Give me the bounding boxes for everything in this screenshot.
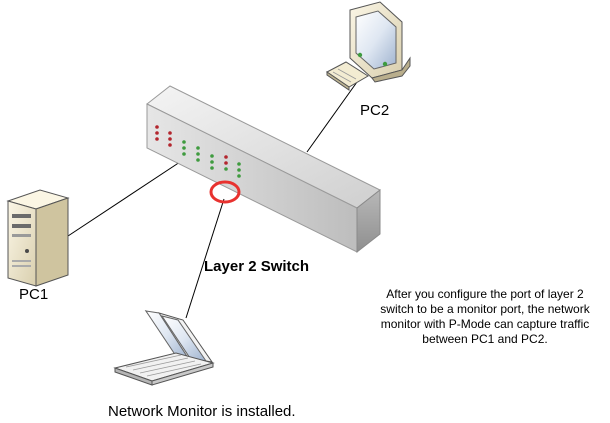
- switch-leds: [155, 125, 241, 178]
- caption-line: between PC1 and PC2.: [422, 332, 548, 346]
- connection-lines: [67, 81, 358, 319]
- link-pc2-switch: [306, 81, 358, 153]
- link-pc1-switch: [67, 159, 184, 237]
- pc1-label: PC1: [19, 286, 49, 303]
- pc2-label: PC2: [360, 102, 390, 119]
- caption-line: After you configure the port of layer 2: [386, 287, 584, 301]
- link-monitor-switch: [185, 198, 225, 319]
- desktop-tower-icon: [6, 189, 70, 287]
- caption-line: switch to be a monitor port, the network: [380, 302, 590, 316]
- layer2-switch-icon: [146, 85, 381, 254]
- monitor-port-ring: [209, 180, 241, 204]
- crt-monitor-keyboard-icon: [326, 1, 411, 91]
- caption-line: monitor with P-Mode can capture traffic: [380, 317, 590, 331]
- laptop-icon: [113, 310, 215, 386]
- network-monitor-label: Network Monitor is installed.: [108, 403, 296, 420]
- switch-label: Layer 2 Switch: [204, 258, 310, 275]
- explanation-caption: After you configure the port of layer 2 …: [366, 287, 604, 347]
